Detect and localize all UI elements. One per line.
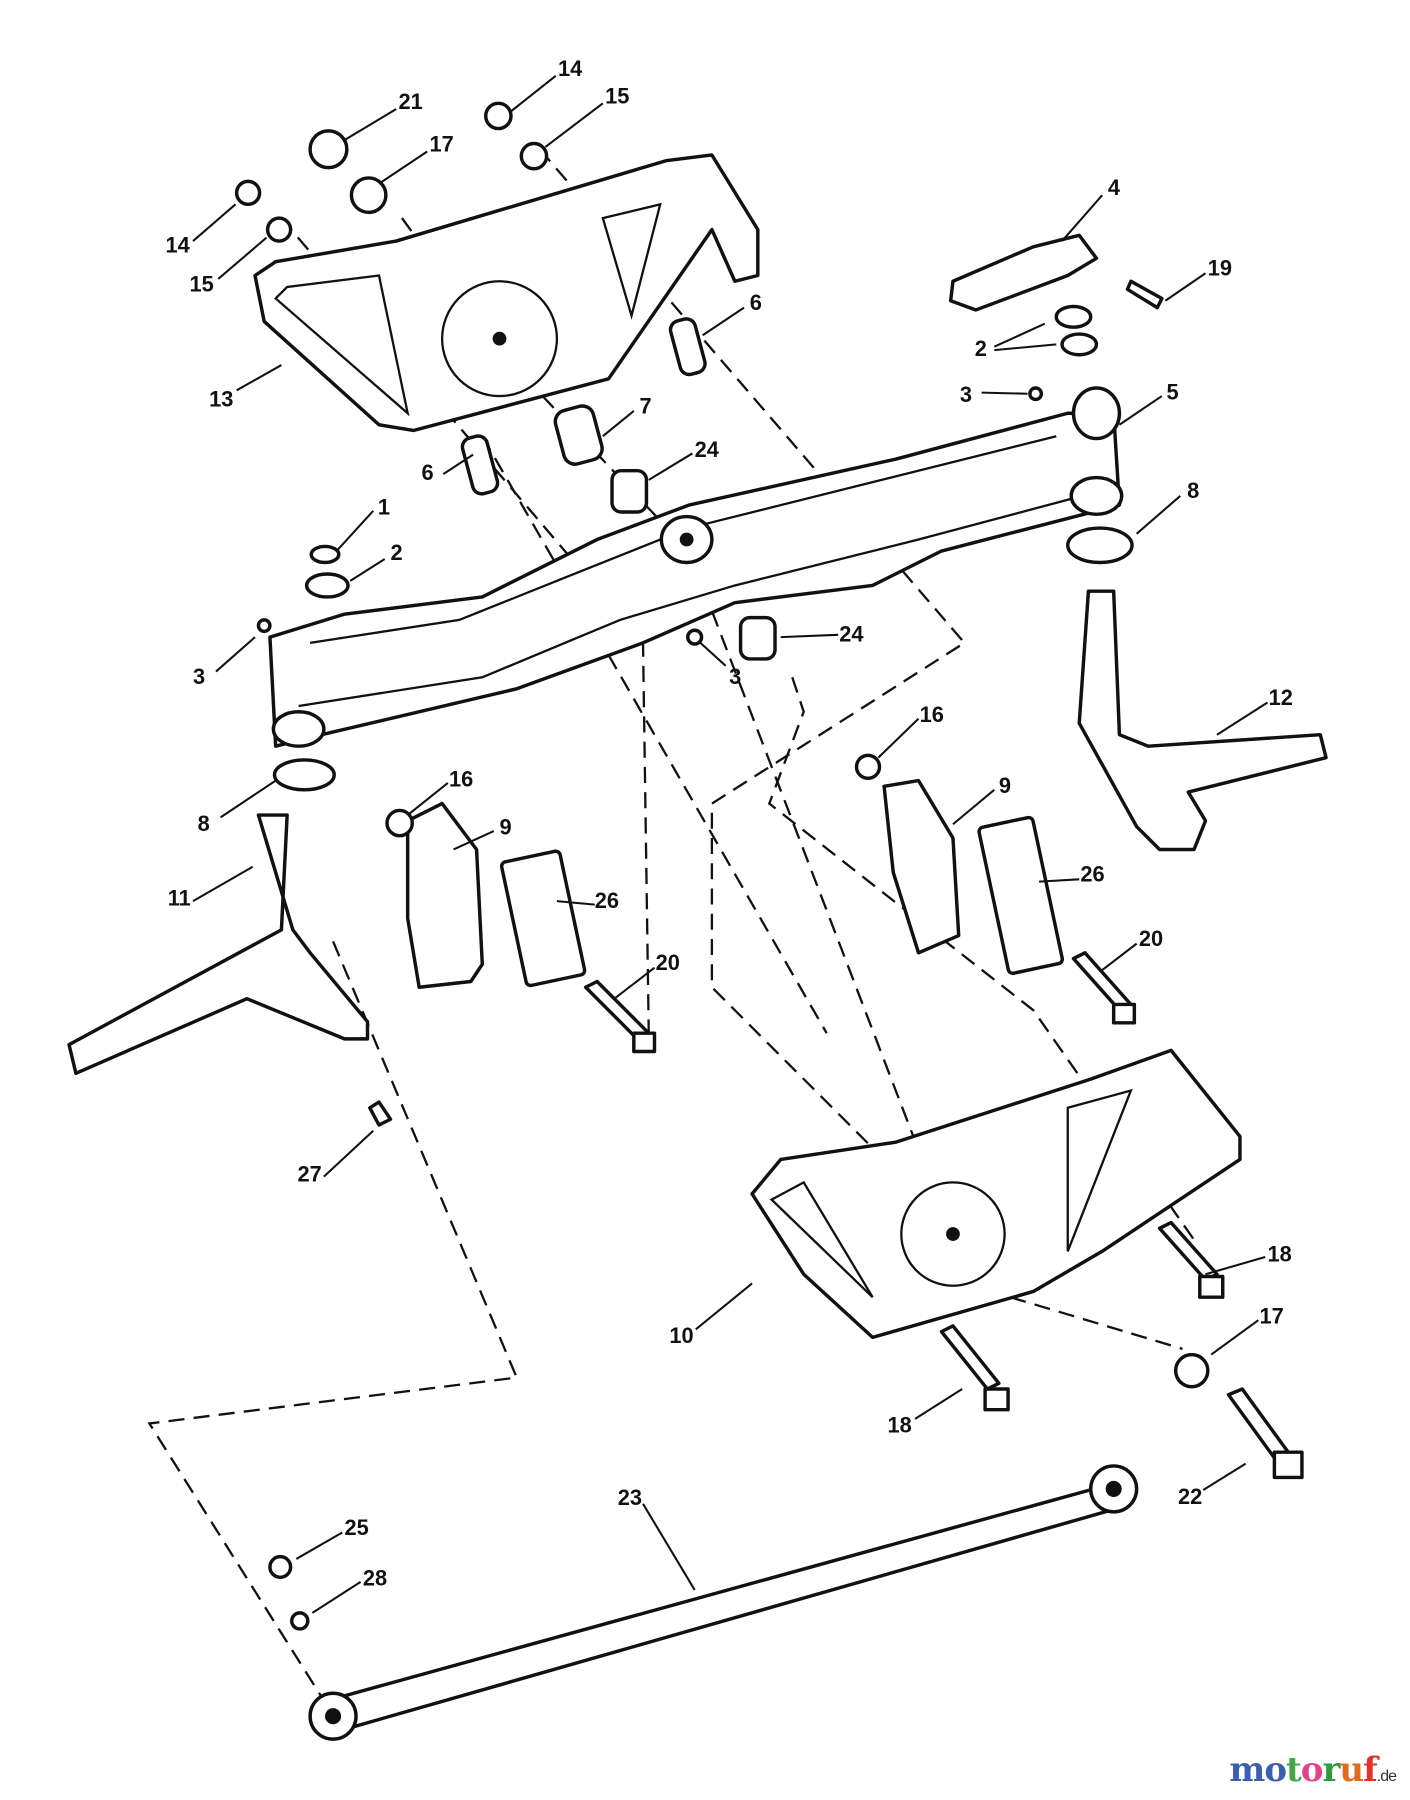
callout-4: 4 bbox=[1108, 175, 1120, 200]
callout-24: 24 bbox=[695, 437, 719, 462]
front-axle-beam bbox=[268, 386, 1124, 748]
upper-support-bracket bbox=[253, 153, 760, 433]
lower-support-bracket bbox=[750, 1048, 1242, 1340]
callout-3: 3 bbox=[193, 664, 205, 689]
washer bbox=[1060, 332, 1099, 357]
callout-16: 16 bbox=[449, 766, 473, 791]
callout-18: 18 bbox=[888, 1413, 912, 1438]
callout-28: 28 bbox=[363, 1565, 387, 1590]
watermark-letter: t bbox=[1286, 1750, 1302, 1790]
nuts bbox=[234, 101, 1210, 1631]
callout-8: 8 bbox=[198, 811, 210, 836]
callout-17: 17 bbox=[1259, 1304, 1283, 1329]
callout-14: 14 bbox=[165, 233, 189, 258]
callout-20: 20 bbox=[1139, 926, 1163, 951]
ring bbox=[309, 544, 341, 565]
leader-lines bbox=[192, 74, 1269, 1614]
callout-20: 20 bbox=[656, 950, 680, 975]
callout-2: 2 bbox=[390, 540, 402, 565]
watermark-letter: f bbox=[1363, 1750, 1378, 1790]
callout-23: 23 bbox=[618, 1485, 642, 1510]
callout-2: 2 bbox=[975, 336, 987, 361]
callout-26: 26 bbox=[1080, 862, 1104, 887]
spindle-left bbox=[67, 813, 370, 1076]
watermark-letter: r bbox=[1322, 1750, 1340, 1790]
callout-11: 11 bbox=[168, 886, 191, 911]
steering-arm bbox=[948, 233, 1099, 312]
plate bbox=[499, 849, 587, 988]
callout-21: 21 bbox=[398, 89, 422, 114]
callout-3: 3 bbox=[960, 382, 972, 407]
bolts bbox=[368, 951, 1304, 1480]
watermark-letter: m bbox=[1229, 1750, 1265, 1790]
callout-3: 3 bbox=[729, 664, 741, 689]
callout-19: 19 bbox=[1208, 256, 1232, 281]
callout-6: 6 bbox=[421, 460, 433, 485]
bracket bbox=[882, 778, 961, 955]
bushing bbox=[460, 434, 500, 496]
callout-9: 9 bbox=[500, 815, 512, 840]
callout-6: 6 bbox=[750, 290, 762, 315]
callout-15: 15 bbox=[190, 272, 214, 297]
washer bbox=[304, 572, 350, 599]
callout-25: 25 bbox=[345, 1515, 369, 1540]
watermark-logo: motoruf.de bbox=[1229, 1750, 1397, 1790]
callout-12: 12 bbox=[1269, 685, 1293, 710]
callout-7: 7 bbox=[640, 393, 652, 418]
callout-15: 15 bbox=[605, 83, 629, 108]
bushing bbox=[610, 468, 649, 514]
washer bbox=[1066, 526, 1134, 565]
pin bbox=[1125, 279, 1164, 310]
callout-22: 22 bbox=[1178, 1484, 1202, 1509]
watermark-brand: motoruf bbox=[1229, 1750, 1378, 1790]
watermark-tld: .de bbox=[1376, 1768, 1397, 1785]
callout-14: 14 bbox=[558, 56, 582, 81]
bracket bbox=[405, 801, 485, 989]
bushing bbox=[738, 615, 777, 661]
washer bbox=[272, 758, 336, 792]
drag-link bbox=[308, 1464, 1139, 1741]
callout-10: 10 bbox=[669, 1323, 693, 1348]
callout-labels: 14 21 15 17 14 15 13 4 19 6 2 3 5 7 24 6… bbox=[165, 56, 1292, 1591]
callout-5: 5 bbox=[1166, 379, 1178, 404]
spindle-right bbox=[1077, 589, 1328, 852]
callout-13: 13 bbox=[209, 386, 233, 411]
callout-26: 26 bbox=[595, 888, 619, 913]
callout-16: 16 bbox=[920, 702, 944, 727]
callout-24: 24 bbox=[839, 622, 863, 647]
bushing bbox=[668, 317, 707, 377]
watermark-letter: u bbox=[1339, 1750, 1364, 1790]
washer bbox=[1054, 304, 1093, 329]
callout-27: 27 bbox=[297, 1161, 321, 1186]
callout-8: 8 bbox=[1187, 478, 1199, 503]
plate bbox=[977, 815, 1065, 975]
watermark-letter: o bbox=[1264, 1750, 1287, 1790]
callout-18: 18 bbox=[1268, 1242, 1292, 1267]
callout-1: 1 bbox=[378, 494, 390, 519]
watermark-letter: o bbox=[1300, 1750, 1324, 1790]
callout-9: 9 bbox=[999, 773, 1011, 798]
callout-17: 17 bbox=[429, 132, 453, 157]
spacer bbox=[553, 404, 604, 466]
